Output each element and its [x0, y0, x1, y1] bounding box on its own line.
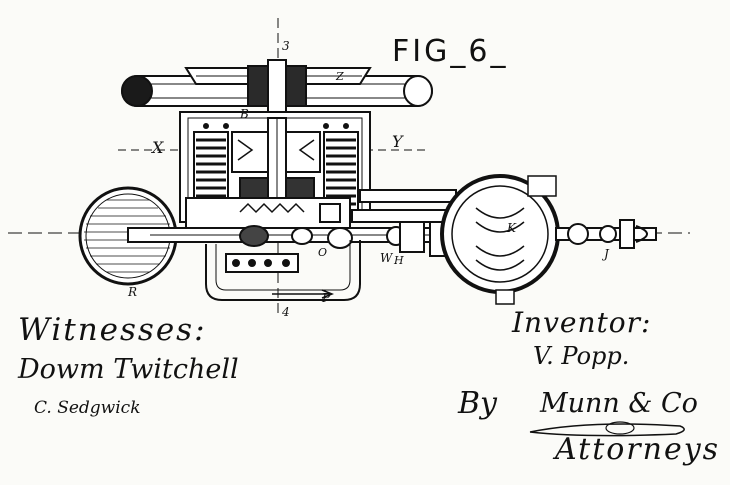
by-label: By — [458, 386, 497, 421]
right-drum — [440, 174, 560, 305]
lower-frame — [205, 240, 361, 301]
witnesses-heading: Witnesses: — [18, 312, 207, 348]
right-spindle — [555, 219, 657, 249]
witness-signature-2: C. Sedgwick — [34, 398, 141, 418]
label-section-top: 3 — [282, 39, 290, 53]
witness-signature-1: Dowm Twitchell — [18, 354, 239, 385]
figure-title: FIG_6_ — [392, 34, 509, 69]
label-section-bottom: 4 — [281, 305, 290, 319]
label-x: X — [150, 138, 164, 157]
label-j: J — [601, 247, 610, 261]
label-h: H — [393, 254, 404, 267]
right-linkage — [351, 189, 461, 257]
inventor-signature: V. Popp. — [533, 342, 630, 370]
label-y: Y — [392, 132, 404, 151]
label-o: O — [318, 246, 327, 259]
label-b: B — [239, 107, 249, 121]
label-z: Z — [335, 70, 344, 83]
label-w: W — [380, 251, 394, 265]
attorney-signature: Munn & Co — [540, 388, 698, 419]
label-p: P — [321, 291, 331, 305]
attorneys-label: Attorneys — [555, 432, 721, 467]
label-r: R — [127, 285, 137, 299]
label-k: K — [506, 221, 517, 235]
reference-letters: 3 4 X Y B Z R P W H J K O — [127, 39, 610, 319]
inventor-heading: Inventor: — [512, 306, 652, 339]
